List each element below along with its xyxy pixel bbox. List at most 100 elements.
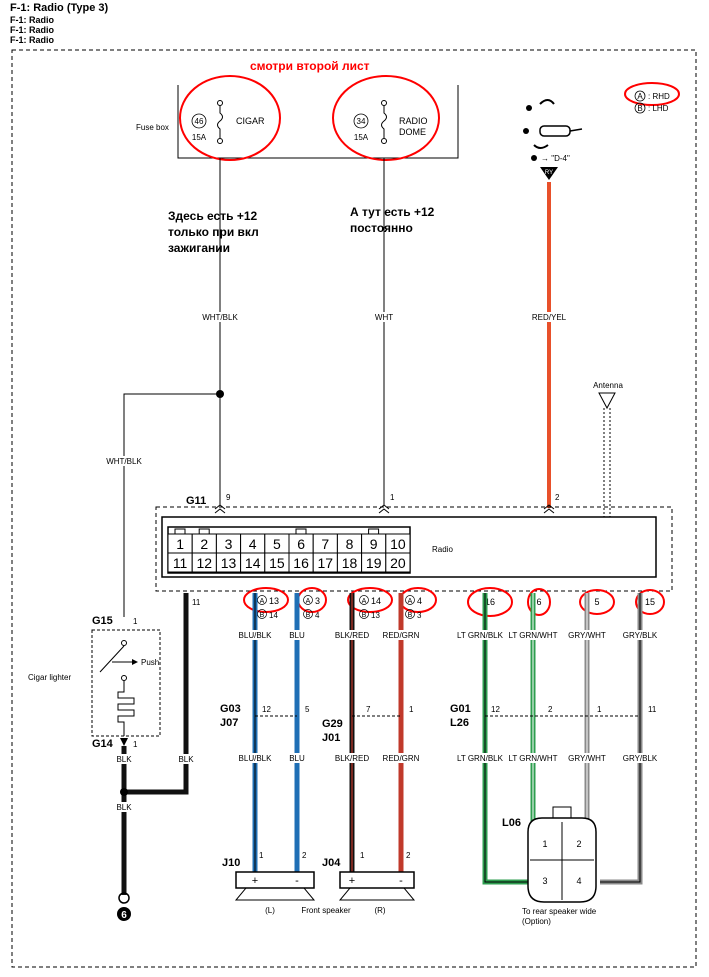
fuse-34-element — [381, 106, 387, 138]
annotation-right-2: постоянно — [350, 221, 413, 235]
front-speaker-label: Front speaker — [301, 906, 351, 915]
fuse-46-badge — [191, 113, 207, 129]
legend-b-mark: B — [637, 104, 642, 113]
page-subtitle-3: F-1: Radio — [10, 35, 54, 45]
radio-pin-bottom-17: 17 — [318, 555, 334, 571]
radio-pin-key — [198, 528, 210, 535]
rear-label-1: To rear speaker wide — [522, 907, 597, 916]
rear-cell-2: 2 — [576, 839, 581, 849]
radio-pin-top-3: 3 — [225, 536, 233, 552]
wire-blk-radio — [124, 593, 189, 795]
radio-pin-blu-a: 3 — [315, 596, 320, 606]
pin-chevron-icon — [214, 504, 226, 514]
annotation-right-1: А тут есть +12 — [350, 205, 435, 219]
radio-pin-ltgrnblk: 16 — [485, 597, 495, 607]
legend-rhd: : RHD — [648, 92, 670, 101]
wire-label-wht-blk-2: WHT/BLK — [106, 457, 142, 466]
radio-pin-bottom-20: 20 — [390, 555, 406, 571]
junction-l26-label: L26 — [450, 717, 469, 729]
wire-label-wht-blk: WHT/BLK — [202, 313, 238, 322]
junction-g03-pin-2: 5 — [305, 705, 310, 714]
rear-cell-4: 4 — [576, 876, 581, 886]
page-title: F-1: Radio (Type 3) — [10, 2, 109, 14]
pin-highlight — [297, 587, 327, 613]
wire-label-bg — [622, 753, 658, 763]
wire-label-gry-blk-lower: GRY/BLK — [623, 754, 658, 763]
lhd-mark: B — [408, 612, 413, 619]
wire-label-bg — [459, 753, 511, 763]
speaker-r-plus: + — [349, 875, 355, 887]
fuse-34-name-2: DOME — [399, 127, 426, 137]
speaker-j04-label: J04 — [322, 857, 341, 869]
radio-pin-bottom-19: 19 — [366, 555, 382, 571]
wire-label-bg — [114, 754, 134, 764]
radio-pin-top-7: 7 — [321, 536, 329, 552]
radio-pin-key — [295, 528, 307, 535]
fuse-box-outline — [177, 85, 459, 159]
wire-label-gry-wht: GRY/WHT — [568, 631, 606, 640]
radio-dashed-outline — [155, 506, 673, 592]
radio-pin-blu-b: 4 — [315, 611, 320, 620]
pin-highlight — [467, 587, 513, 617]
lhd-mark: B — [260, 612, 265, 619]
radio-pin-cell — [385, 552, 411, 573]
wire-label-bg — [198, 312, 242, 322]
fuse-46-terminal-bottom — [217, 138, 223, 144]
cigar-lighter-top-pin: 1 — [133, 617, 138, 626]
junction-g01-pin-3: 1 — [597, 705, 602, 714]
cigar-lighter-terminal — [121, 675, 127, 681]
legend-b-icon — [634, 102, 646, 114]
pin-highlight — [347, 587, 393, 613]
fuse-34-amp: 15A — [354, 133, 369, 142]
rhd-mark: A — [306, 598, 311, 605]
cigar-lighter-terminal — [121, 640, 127, 646]
wire-wht-blk-branch — [123, 393, 220, 617]
rhd-mark: A — [362, 598, 367, 605]
speaker-left — [235, 871, 315, 889]
wire-label-blu-lower: BLU — [289, 754, 305, 763]
connector-arrow-icon — [120, 738, 128, 746]
rear-cell-1: 1 — [542, 839, 547, 849]
legend-lhd: : LHD — [648, 104, 669, 113]
radio-top-pin-9: 9 — [226, 493, 231, 502]
annotation-left-2: только при вкл — [168, 225, 259, 239]
fuse-box-label: Fuse box — [136, 123, 169, 132]
wire-label-bg — [622, 630, 658, 640]
cigar-lighter-switch — [99, 645, 125, 673]
radio-pin-blkred-b: 13 — [371, 611, 380, 620]
wire-label-wht: WHT — [375, 313, 393, 322]
rhd-icon — [359, 595, 369, 605]
wire-gry-blk-stripe — [600, 593, 641, 883]
radio-pin-redgrn-b: 3 — [417, 611, 422, 620]
radio-pin-bottom-14: 14 — [245, 555, 261, 571]
fuse-46-highlight — [179, 75, 281, 161]
wire-label-blu-blk-lower: BLU/BLK — [239, 754, 273, 763]
ground-icon — [118, 892, 130, 904]
antenna-label: Antenna — [593, 381, 623, 390]
radio-top-pin-2: 2 — [555, 493, 560, 502]
speaker-l-side: (L) — [265, 906, 275, 915]
speaker-r-side: (R) — [374, 906, 385, 915]
lhd-mark: B — [306, 612, 311, 619]
rear-connector-latch — [552, 806, 572, 819]
fuse-34-terminal-bottom — [381, 138, 387, 144]
wire-label-red-grn-lower: RED/GRN — [383, 754, 420, 763]
wire-label-bg — [102, 456, 146, 466]
wire-label-bg — [509, 630, 559, 640]
wire-label-bg — [114, 802, 134, 812]
cigar-lighter-label: Cigar lighter — [28, 673, 71, 682]
speaker-l-pin-2: 2 — [302, 851, 307, 860]
junction-g01-pin-2: 2 — [548, 705, 553, 714]
radio-pin-top-4: 4 — [249, 536, 257, 552]
legend-a-mark: A — [637, 92, 643, 101]
rhd-mark: A — [408, 598, 413, 605]
annotation-top: смотри второй лист — [250, 59, 370, 73]
radio-pin-bottom-16: 16 — [293, 555, 309, 571]
wire-labels-upper: BLU/BLK BLU BLK/RED RED/GRN LT GRN/BLK L… — [236, 630, 658, 640]
wire-label-blk-1: BLK — [116, 755, 132, 764]
wire-label-blk-red: BLK/RED — [335, 631, 369, 640]
radio-top-pin-1: 1 — [390, 493, 395, 502]
page-subtitle-2: F-1: Radio — [10, 25, 54, 35]
